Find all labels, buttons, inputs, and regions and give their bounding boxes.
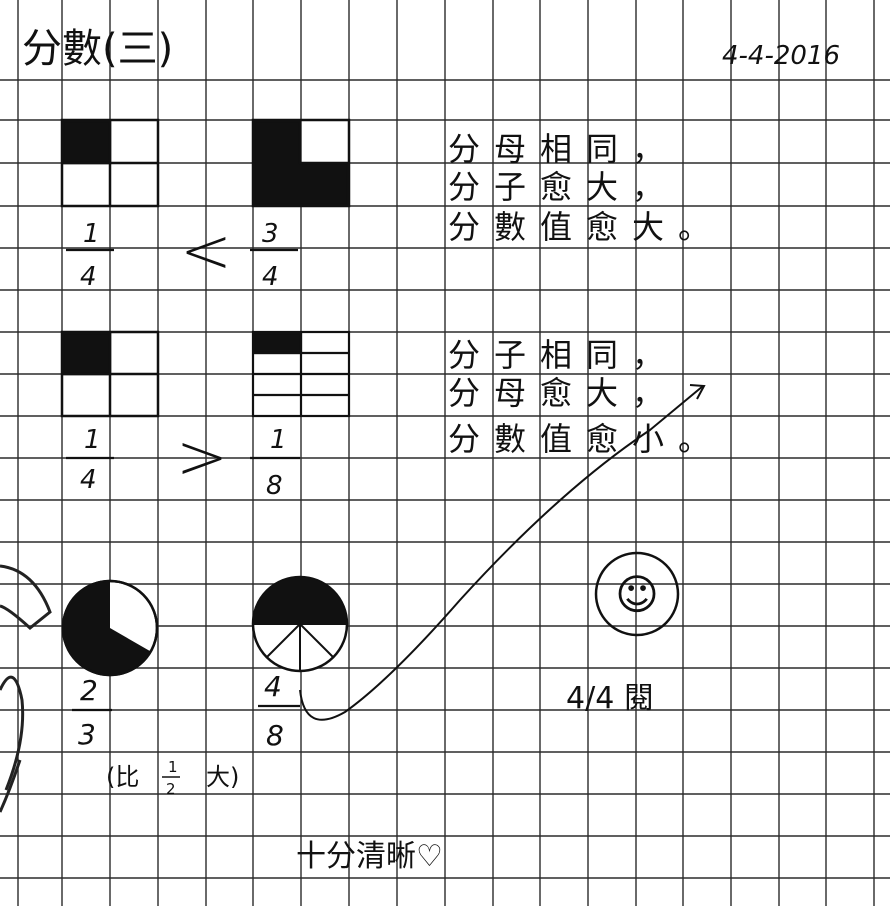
rule2-line2: 分母愈大， (448, 374, 678, 412)
note-half-numerator: 1 (168, 758, 178, 776)
fraction-3-4: 3 4 (250, 219, 298, 292)
circle-shaded-four-eighths (251, 575, 349, 673)
numerator: 1 (83, 219, 100, 249)
smiley-icon: ☺ (615, 570, 659, 619)
denominator: 3 (78, 718, 96, 751)
denominator: 4 (262, 262, 279, 292)
fraction-4-8: 4 8 (258, 670, 300, 752)
denominator: 4 (80, 465, 97, 495)
checked-mark: 4/4 閱 (566, 681, 654, 716)
note-prefix: (比 (106, 763, 139, 791)
greater-than-symbol: > (176, 420, 228, 493)
quarter-grid-shaded-1 (60, 118, 160, 208)
numerator: 1 (84, 425, 101, 455)
date-label: 4-4-2016 (722, 41, 840, 71)
sticker-decoration (0, 564, 52, 813)
numerator: 1 (270, 425, 287, 455)
fraction-1-4-a: 1 4 (66, 219, 114, 292)
denominator: 8 (266, 719, 284, 752)
numerator: 4 (264, 670, 282, 703)
rule1-line3: 分數值愈大。 (448, 208, 724, 246)
note-half-denominator: 2 (166, 780, 176, 798)
quarter-grid-shaded-1-b (60, 330, 160, 418)
rule2-line1: 分子相同， (448, 336, 678, 374)
rule1-line2: 分子愈大， (448, 168, 678, 206)
fraction-2-3: 2 3 (72, 674, 112, 751)
quarter-grid-shaded-3 (251, 118, 351, 208)
note-bigger-than-half: (比 1 2 大) (106, 758, 239, 798)
denominator: 4 (80, 262, 97, 292)
rule-same-denominator: 分母相同， 分子愈大， 分數值愈大。 (448, 130, 724, 246)
circle-shaded-two-thirds (61, 579, 159, 677)
rule1-line1: 分母相同， (448, 130, 678, 168)
rule2-line3: 分數值愈小。 (448, 420, 724, 458)
numerator: 3 (262, 219, 279, 249)
rule-same-numerator: 分子相同， 分母愈大， 分數值愈小。 (448, 336, 724, 458)
eighth-grid-shaded-1 (251, 330, 351, 418)
numerator: 2 (80, 674, 98, 707)
fraction-1-8: 1 8 (250, 425, 300, 501)
smiley-circle (594, 551, 680, 637)
less-than-symbol: < (180, 214, 232, 287)
teacher-arrow-stroke (299, 385, 704, 721)
note-suffix: 大) (206, 763, 239, 791)
fraction-1-4-b: 1 4 (66, 425, 114, 495)
teacher-arrow-head (689, 384, 706, 400)
page-title: 分數(三) (22, 26, 173, 72)
praise-comment: 十分清晰♡ (296, 839, 443, 874)
denominator: 8 (266, 471, 283, 501)
